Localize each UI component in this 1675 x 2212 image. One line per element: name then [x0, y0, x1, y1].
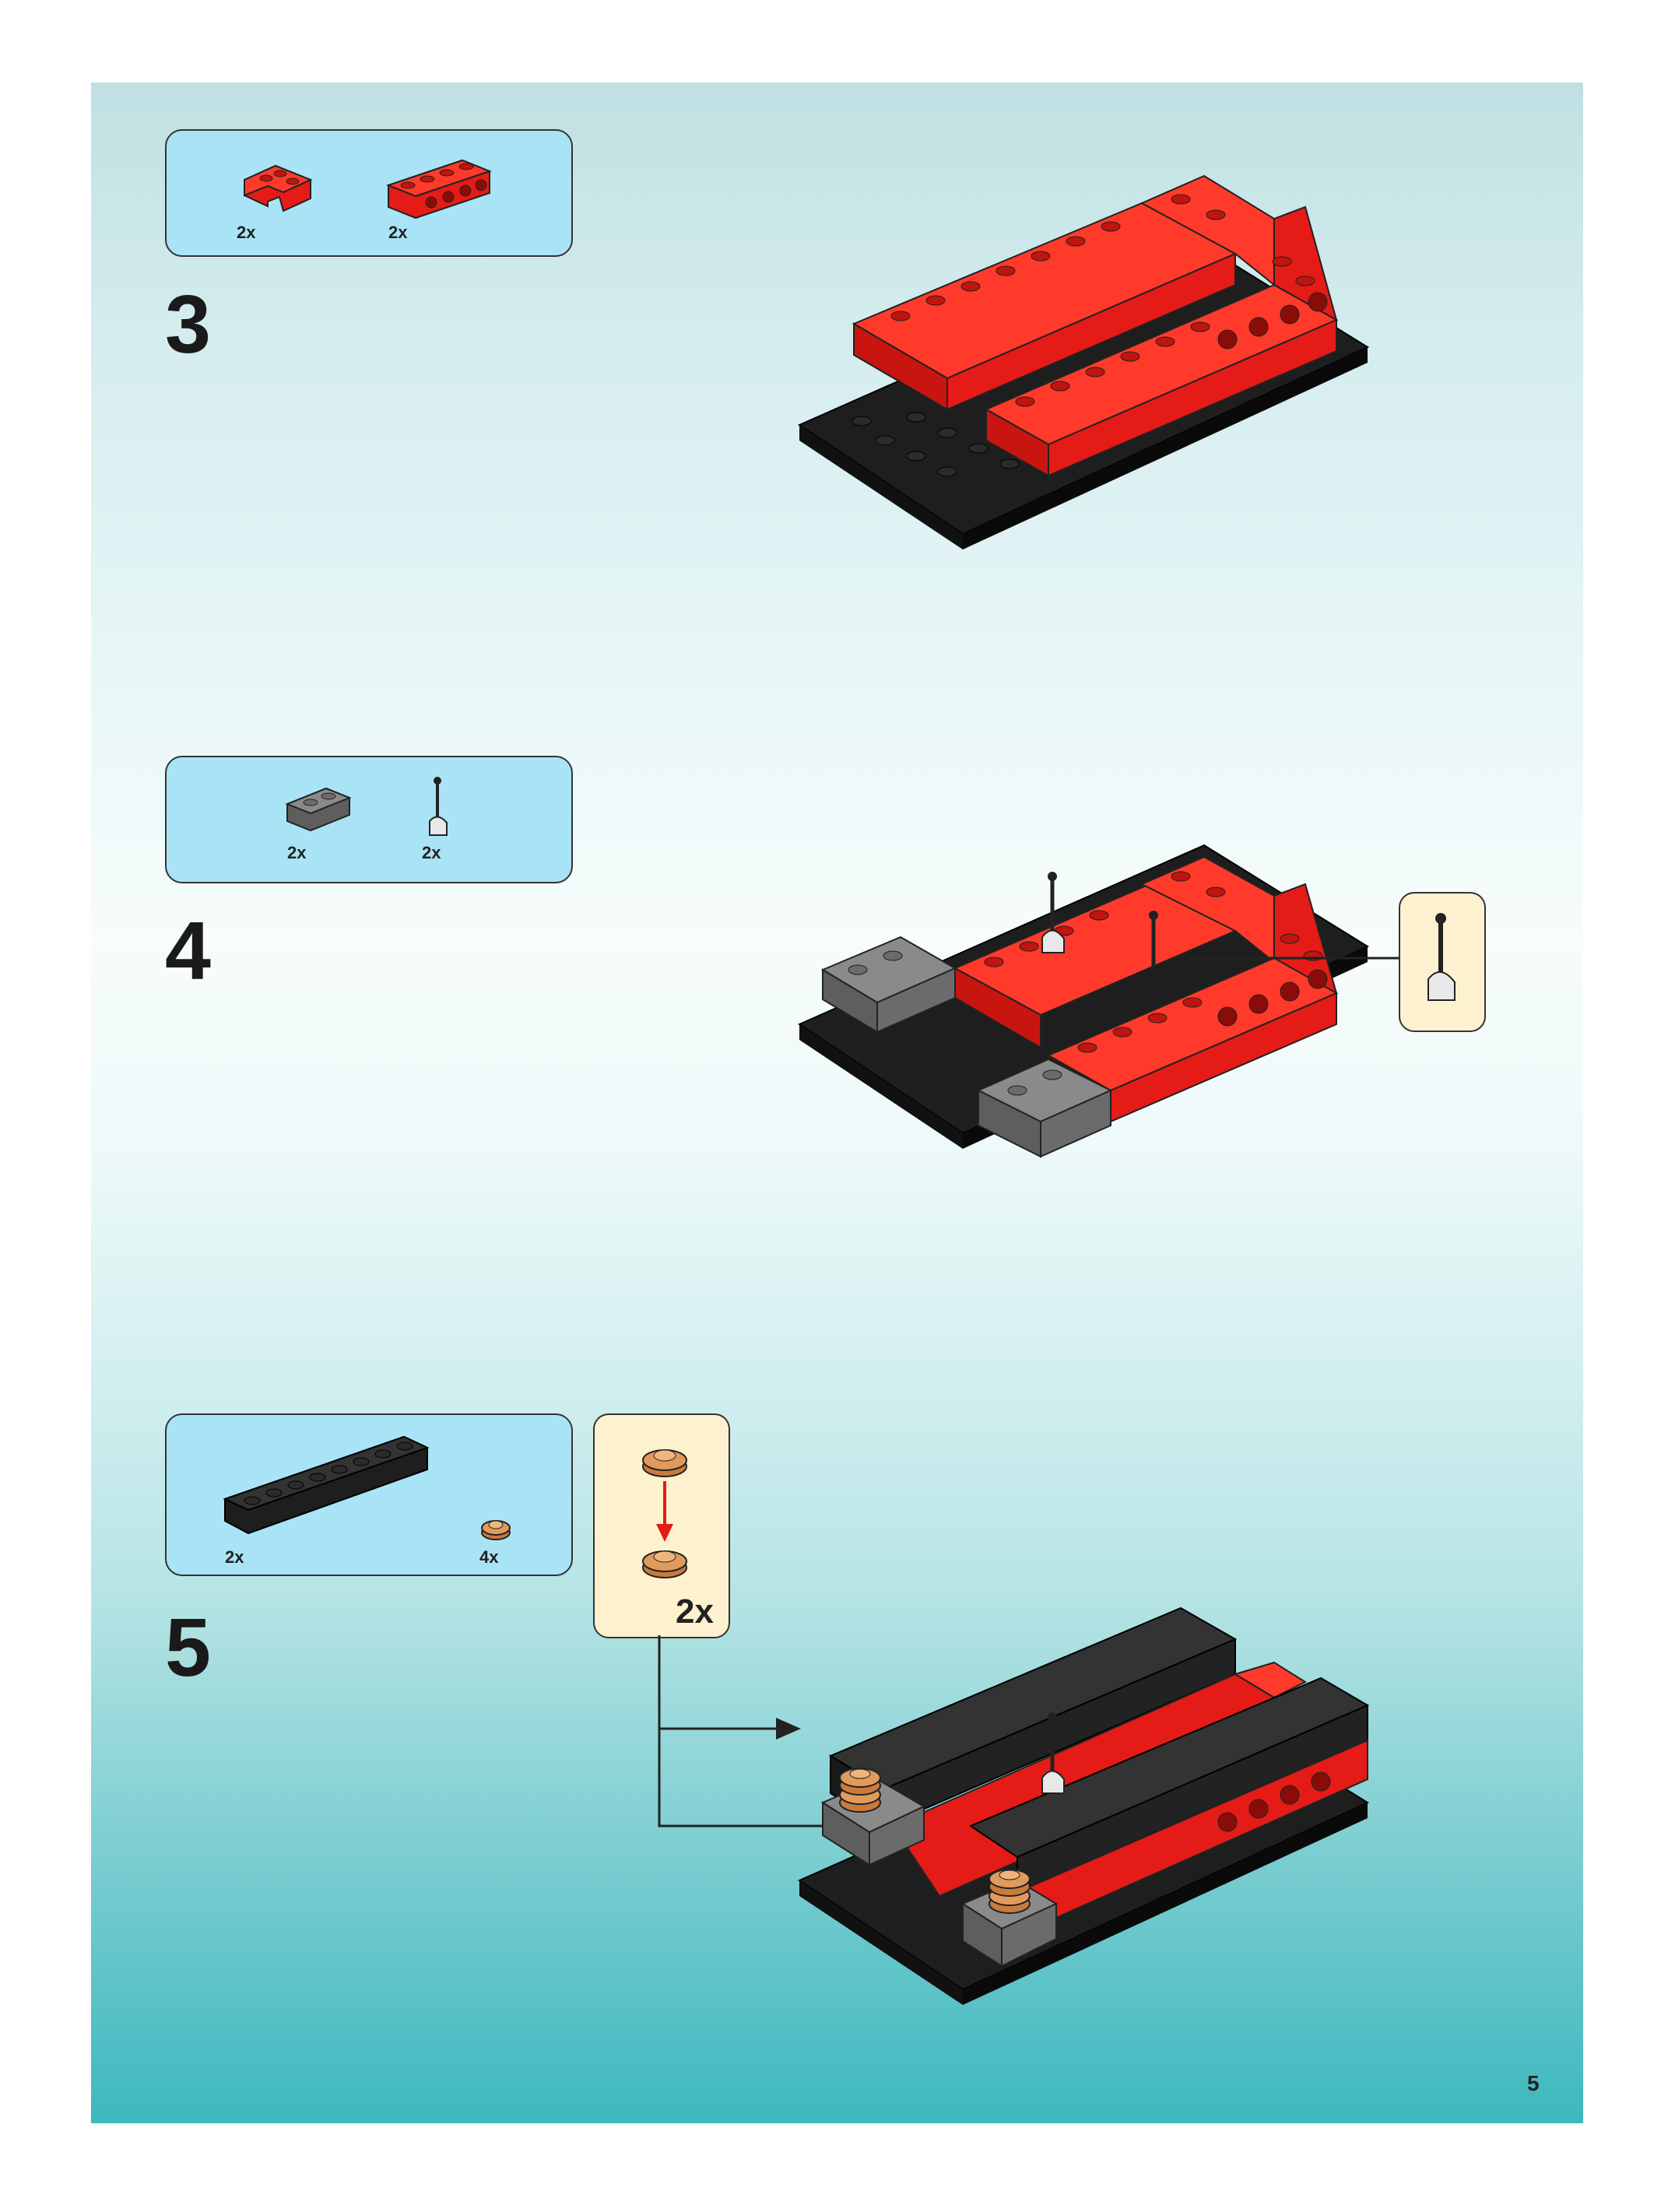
black-brick-1x8-icon: [221, 1429, 431, 1546]
step-number: 3: [165, 283, 211, 366]
lever-icon: [423, 774, 455, 844]
part-qty: 2x: [237, 223, 255, 243]
step-4-callout: [1399, 892, 1486, 1032]
step-4-model: [792, 814, 1399, 1250]
instruction-page: 2x 2x 3: [91, 83, 1583, 2123]
step-4-parts-box: 2x 2x: [165, 756, 573, 883]
part-qty: 4x: [479, 1547, 498, 1568]
step-5-parts-box: 2x 4x: [165, 1413, 573, 1576]
part-qty: 2x: [422, 843, 441, 863]
step-5-callout: 2x: [593, 1413, 730, 1638]
red-arrow-down-icon: [653, 1481, 676, 1543]
part-qty: 2x: [388, 223, 407, 243]
callout-leader-line: [1189, 950, 1400, 966]
tan-round-plate-icon: [637, 1438, 692, 1485]
tan-round-plate-icon: [478, 1512, 514, 1543]
callout-qty: 2x: [676, 1592, 714, 1631]
page-number: 5: [1527, 2071, 1540, 2096]
part-qty: 2x: [225, 1547, 244, 1568]
lever-icon: [1419, 911, 1466, 1012]
tan-round-plate-icon: [637, 1540, 692, 1586]
step-number: 4: [165, 910, 211, 992]
step-3-parts-box: 2x 2x: [165, 129, 573, 257]
gray-brick-1x2-icon: [283, 781, 353, 835]
step-5-model: [792, 1546, 1399, 2028]
part-qty: 2x: [287, 843, 306, 863]
red-technic-brick-1x4-icon: [385, 154, 493, 224]
red-corner-brick-icon: [237, 158, 322, 220]
step-3-model: [792, 145, 1399, 581]
step-number: 5: [165, 1606, 211, 1689]
